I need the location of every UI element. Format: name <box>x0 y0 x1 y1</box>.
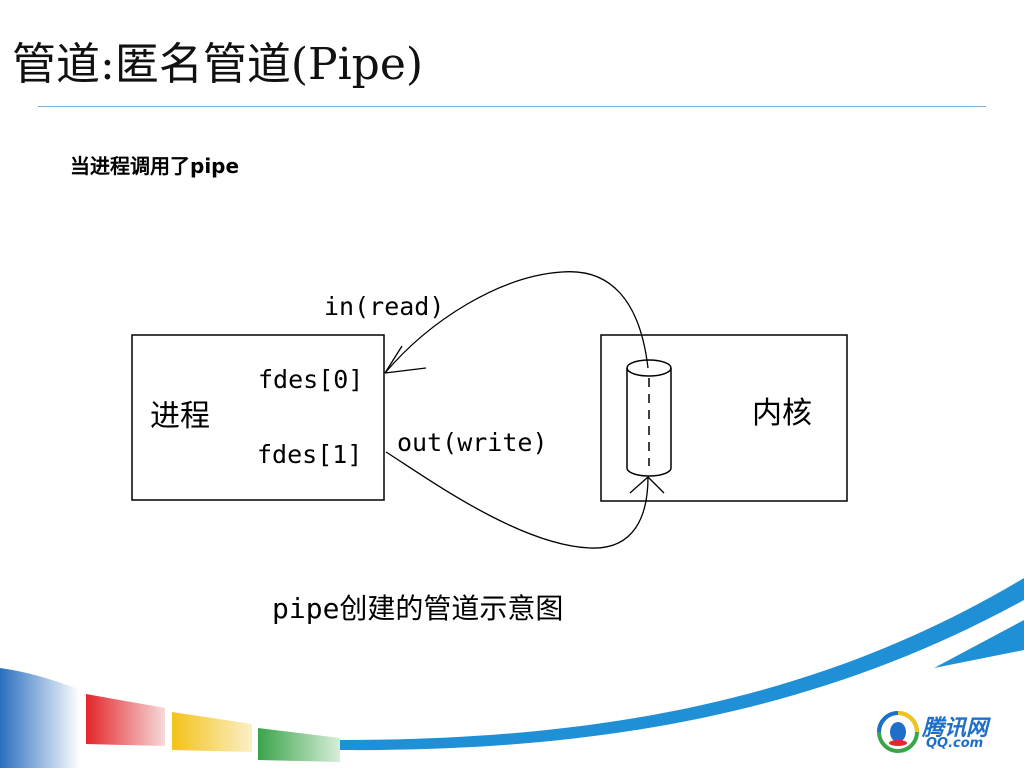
write-arrow-label: out(write) <box>397 428 548 457</box>
read-arrow <box>384 271 649 374</box>
pipe-cylinder <box>626 359 672 477</box>
footer-wave-highlight <box>340 600 1024 768</box>
stripe-green <box>258 728 340 762</box>
tencent-logo: 腾讯网 QQ.com <box>876 710 1006 756</box>
stripe-red <box>86 694 165 746</box>
read-arrow-label: in(read) <box>324 292 444 321</box>
footer-corner <box>934 620 1024 668</box>
stripe-blue <box>0 668 80 768</box>
process-label: 进程 <box>150 399 210 434</box>
kernel-box <box>600 334 848 502</box>
logo-text: 腾讯网 <box>922 716 989 741</box>
title-divider <box>38 106 986 107</box>
subtitle: 当进程调用了pipe <box>70 154 240 178</box>
write-arrow <box>385 451 665 549</box>
diagram-caption: pipe创建的管道示意图 <box>272 592 563 625</box>
process-box <box>131 334 385 501</box>
kernel-label: 内核 <box>752 396 812 431</box>
stripe-yellow <box>172 712 252 752</box>
fd0-label: fdes[0] <box>258 365 363 394</box>
fd1-label: fdes[1] <box>257 440 362 469</box>
tencent-logo-icon <box>877 711 919 753</box>
page-title: 管道:匿名管道(Pipe) <box>12 39 424 90</box>
logo-subtext: QQ.com <box>926 736 984 751</box>
